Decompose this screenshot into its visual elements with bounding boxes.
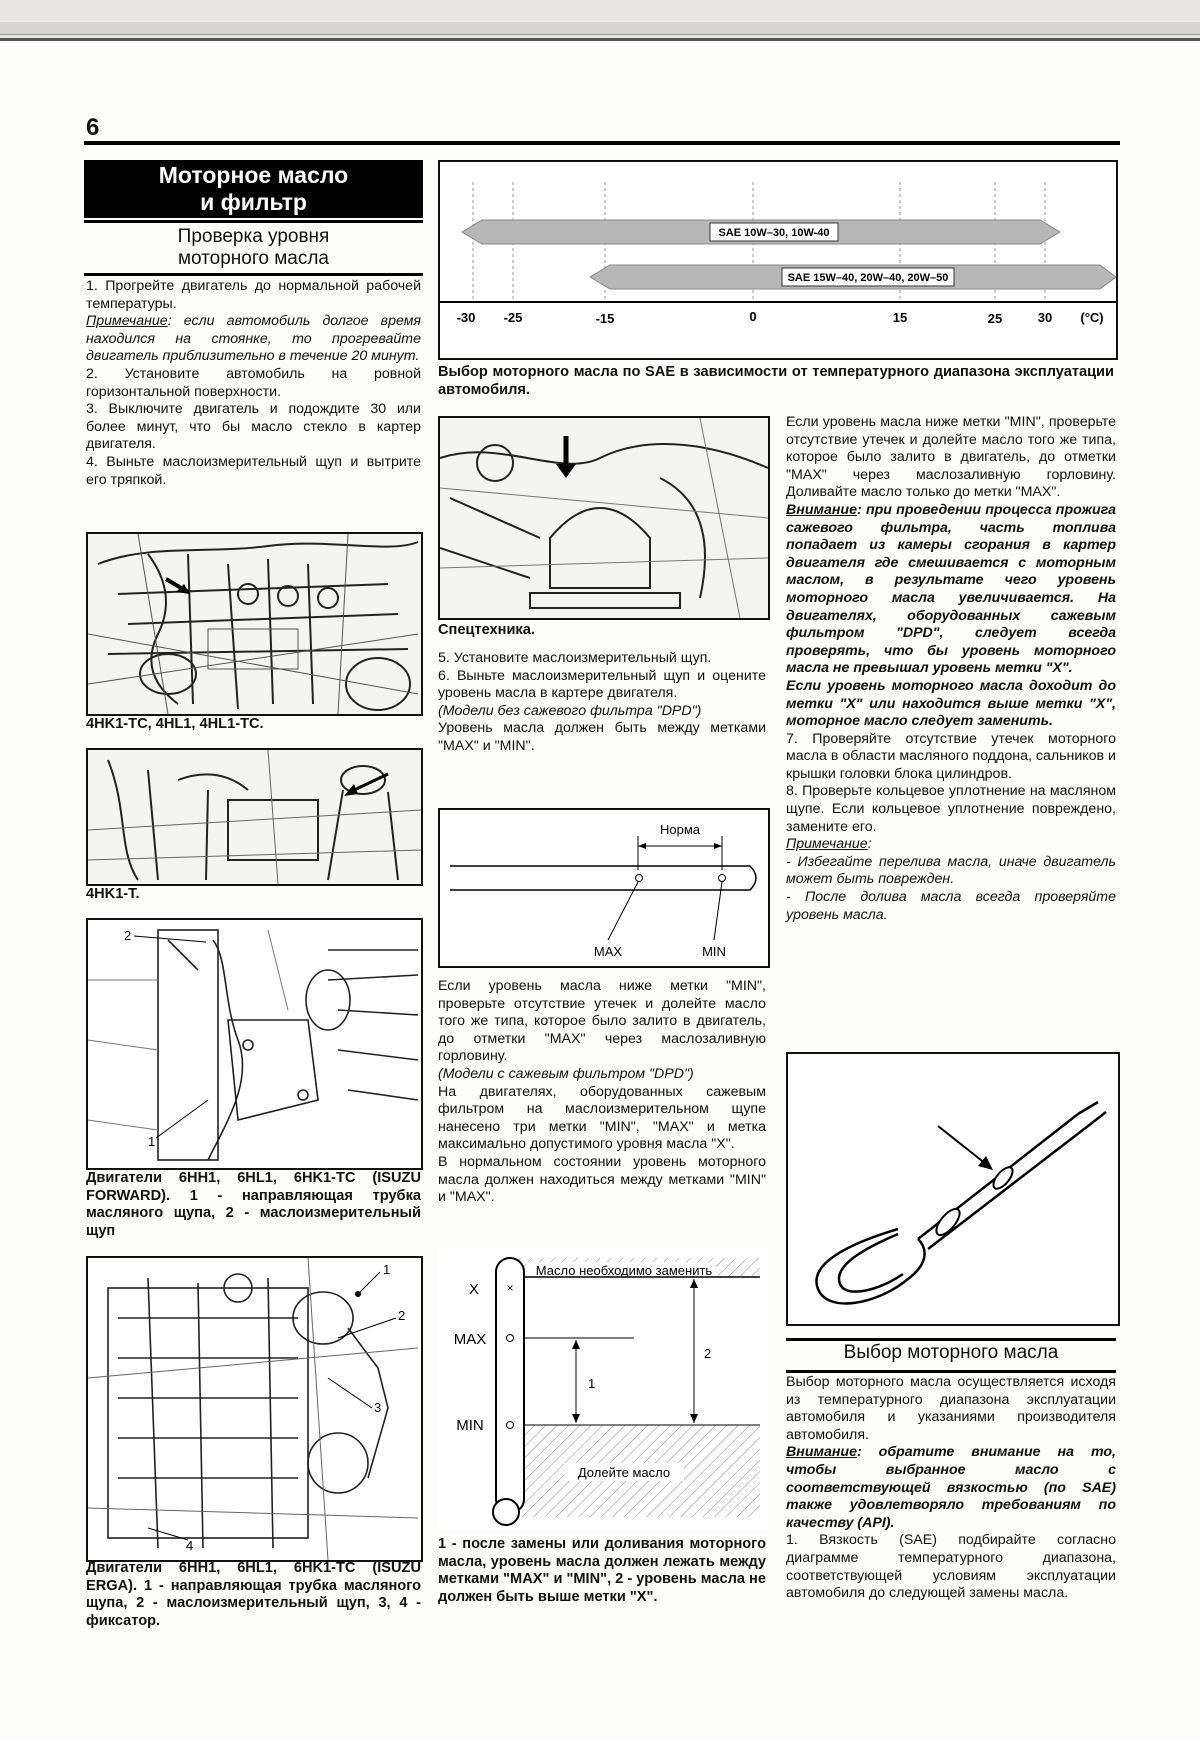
oil-level-diagram: Масло необходимо заменить Долейте масло … <box>438 1250 768 1530</box>
header-rule <box>84 141 1120 145</box>
rule <box>84 273 423 276</box>
rule <box>786 1338 1116 1341</box>
caption-fig2: 4HK1-T. <box>86 886 140 902</box>
dipstick-oring-drawing <box>786 1052 1120 1326</box>
tick-unit: (°C) <box>1080 310 1103 325</box>
refill-text: Если уровень масла ниже метки "MIN", про… <box>438 978 766 1065</box>
subsection-title: Проверка уровня моторного масла <box>84 226 423 270</box>
tick-minus30: -30 <box>457 310 476 325</box>
page-number: 6 <box>86 114 100 141</box>
replace-oil-text: Если уровень моторного масла доходит до … <box>786 677 1116 730</box>
warning-text: : при проведении процесса прожига сажево… <box>786 501 1116 677</box>
mid-text-b: Если уровень масла ниже метки "MIN", про… <box>438 978 766 1207</box>
dipstick-marks-diagram: Норма MAX MIN <box>438 808 770 968</box>
models-no-dpd: (Модели без сажевого фильтра "DPD") <box>438 702 702 719</box>
step-4: 4. Выньте маслоизмерительный щуп и вытри… <box>86 453 421 488</box>
rule <box>84 220 423 223</box>
section-title: Моторное масло и фильтр <box>84 160 423 218</box>
engine-photo-4hk1-t <box>86 748 423 886</box>
callout-4: 4 <box>186 1538 193 1553</box>
caption-special: Спецтехника. <box>438 622 535 638</box>
selection-step-1: 1. Вязкость (SAE) подбирайте согласно ди… <box>786 1532 1116 1602</box>
label-norm: Норма <box>660 822 701 837</box>
heading-oil-selection: Выбор моторного масла <box>843 1342 1059 1363</box>
level-between: Уровень масла должен быть между метками … <box>438 720 766 754</box>
label-replace-oil: Масло необходимо заменить <box>536 1263 713 1278</box>
label-max: MAX <box>454 1331 487 1348</box>
caption-fig4: Двигатели 6HH1, 6HL1, 6HK1-TC (ISUZU ERG… <box>86 1560 421 1629</box>
warning-api: Внимание: обратите внимание на то, чтобы… <box>786 1444 1116 1532</box>
note-item-1: - Избегайте перелива масла, иначе двигат… <box>786 853 1116 888</box>
normal-level-text: В нормальном состоянии уровень моторного… <box>438 1153 766 1206</box>
step-6: 6. Выньте маслоизмерительный щуп и оцени… <box>438 667 766 702</box>
tick-0: 0 <box>749 309 756 324</box>
step-3: 3. Выключите двигатель и подождите 30 ил… <box>86 401 421 453</box>
caption-fig3: Двигатели 6HH1, 6HL1, 6HK1-TC (ISUZU FOR… <box>86 1170 421 1239</box>
label-x: X <box>469 1281 479 1298</box>
window-top-edge <box>0 22 1200 35</box>
sae-temperature-chart: SAE 10W–30, 10W-40 SAE 15W–40, 20W–40, 2… <box>438 160 1118 360</box>
note-1: Примечание: если автомобиль долгое время… <box>86 313 421 366</box>
step-7: 7. Проверяйте отсутствие утечек моторног… <box>786 730 1116 782</box>
callout-3: 3 <box>374 1400 381 1415</box>
engine-photo-4hk1-tc <box>86 532 423 716</box>
tick-15: 15 <box>893 310 907 325</box>
caption-level: 1 - после замены или доливания моторного… <box>438 1536 766 1605</box>
selection-intro: Выбор моторного масла осуществляется исх… <box>786 1374 1116 1443</box>
refill-text-right: Если уровень масла ниже метки "MIN", про… <box>786 414 1116 501</box>
note-text: : если автомобиль долгое время находился… <box>86 313 421 365</box>
models-with-dpd: (Модели с сажевым фильтром "DPD") <box>438 1065 694 1082</box>
note-label: Примечание <box>786 836 868 853</box>
dpd-marks-text: На двигателях, оборудованных сажевым фил… <box>438 1083 766 1153</box>
caption-sae: Выбор моторного масла по SAE в зависимос… <box>438 364 1114 398</box>
tick-minus25: -25 <box>504 310 523 325</box>
note-item-2: - После долива масла всегда проверяйте у… <box>786 889 1116 923</box>
callout-2: 2 <box>398 1308 405 1323</box>
engine-drawing-isuzu-erga: 1 2 3 4 <box>86 1256 423 1562</box>
band-label-15w: SAE 15W–40, 20W–40, 20W–50 <box>788 272 949 284</box>
step-2: 2. Установите автомобиль на ровной гориз… <box>86 365 421 400</box>
label-1: 1 <box>588 1376 595 1391</box>
tick-30: 30 <box>1038 310 1052 325</box>
caption-fig1: 4HK1-TC, 4HL1, 4HL1-TC. <box>86 716 264 732</box>
engine-drawing-isuzu-forward: 2 1 <box>86 918 423 1170</box>
label-min: MIN <box>456 1417 484 1434</box>
label-top-up: Долейте масло <box>578 1465 670 1480</box>
step-8: 8. Проверьте кольцевое уплотнение на мас… <box>786 783 1116 835</box>
tick-25: 25 <box>988 311 1002 326</box>
special-equipment-photo <box>438 416 770 620</box>
tick-minus15: -15 <box>596 311 615 326</box>
callout-1: 1 <box>148 1134 155 1149</box>
warning-label: Внимание <box>786 501 857 518</box>
band-label-10w: SAE 10W–30, 10W-40 <box>718 227 829 239</box>
warning-api-text: : обратите внимание на то, чтобы выбранн… <box>786 1444 1116 1531</box>
mid-text-a: 5. Установите маслоизмерительный щуп. 6.… <box>438 650 766 756</box>
step-5: 5. Установите маслоизмерительный щуп. <box>438 650 712 666</box>
warning-label: Внимание <box>786 1444 857 1461</box>
note-2: Примечание: <box>786 836 1116 854</box>
step-1: 1. Прогрейте двигатель до нормальной раб… <box>86 278 421 312</box>
note-label: Примечание <box>86 313 168 330</box>
callout-1: 1 <box>383 1262 390 1277</box>
note-colon: : <box>867 836 872 853</box>
section-title-line1: Моторное масло <box>158 162 349 188</box>
subsection-title-line2: моторного масла <box>177 248 330 269</box>
label-max: MAX <box>594 944 623 959</box>
callout-2: 2 <box>124 928 131 943</box>
left-text: 1. Прогрейте двигатель до нормальной раб… <box>86 278 421 489</box>
warning-dpd: Внимание: при проведении процесса прожиг… <box>786 502 1116 678</box>
section-title-line2: и фильтр <box>200 189 307 215</box>
right-text: Если уровень масла ниже метки "MIN", про… <box>786 414 1116 924</box>
subsection-title-line1: Проверка уровня <box>177 226 330 247</box>
mark-x-symbol: × <box>506 1281 513 1295</box>
label-2: 2 <box>704 1346 711 1361</box>
right-text-b: Выбор моторного масла осуществляется исх… <box>786 1374 1116 1603</box>
label-min: MIN <box>702 944 726 959</box>
rule <box>786 1370 1116 1373</box>
